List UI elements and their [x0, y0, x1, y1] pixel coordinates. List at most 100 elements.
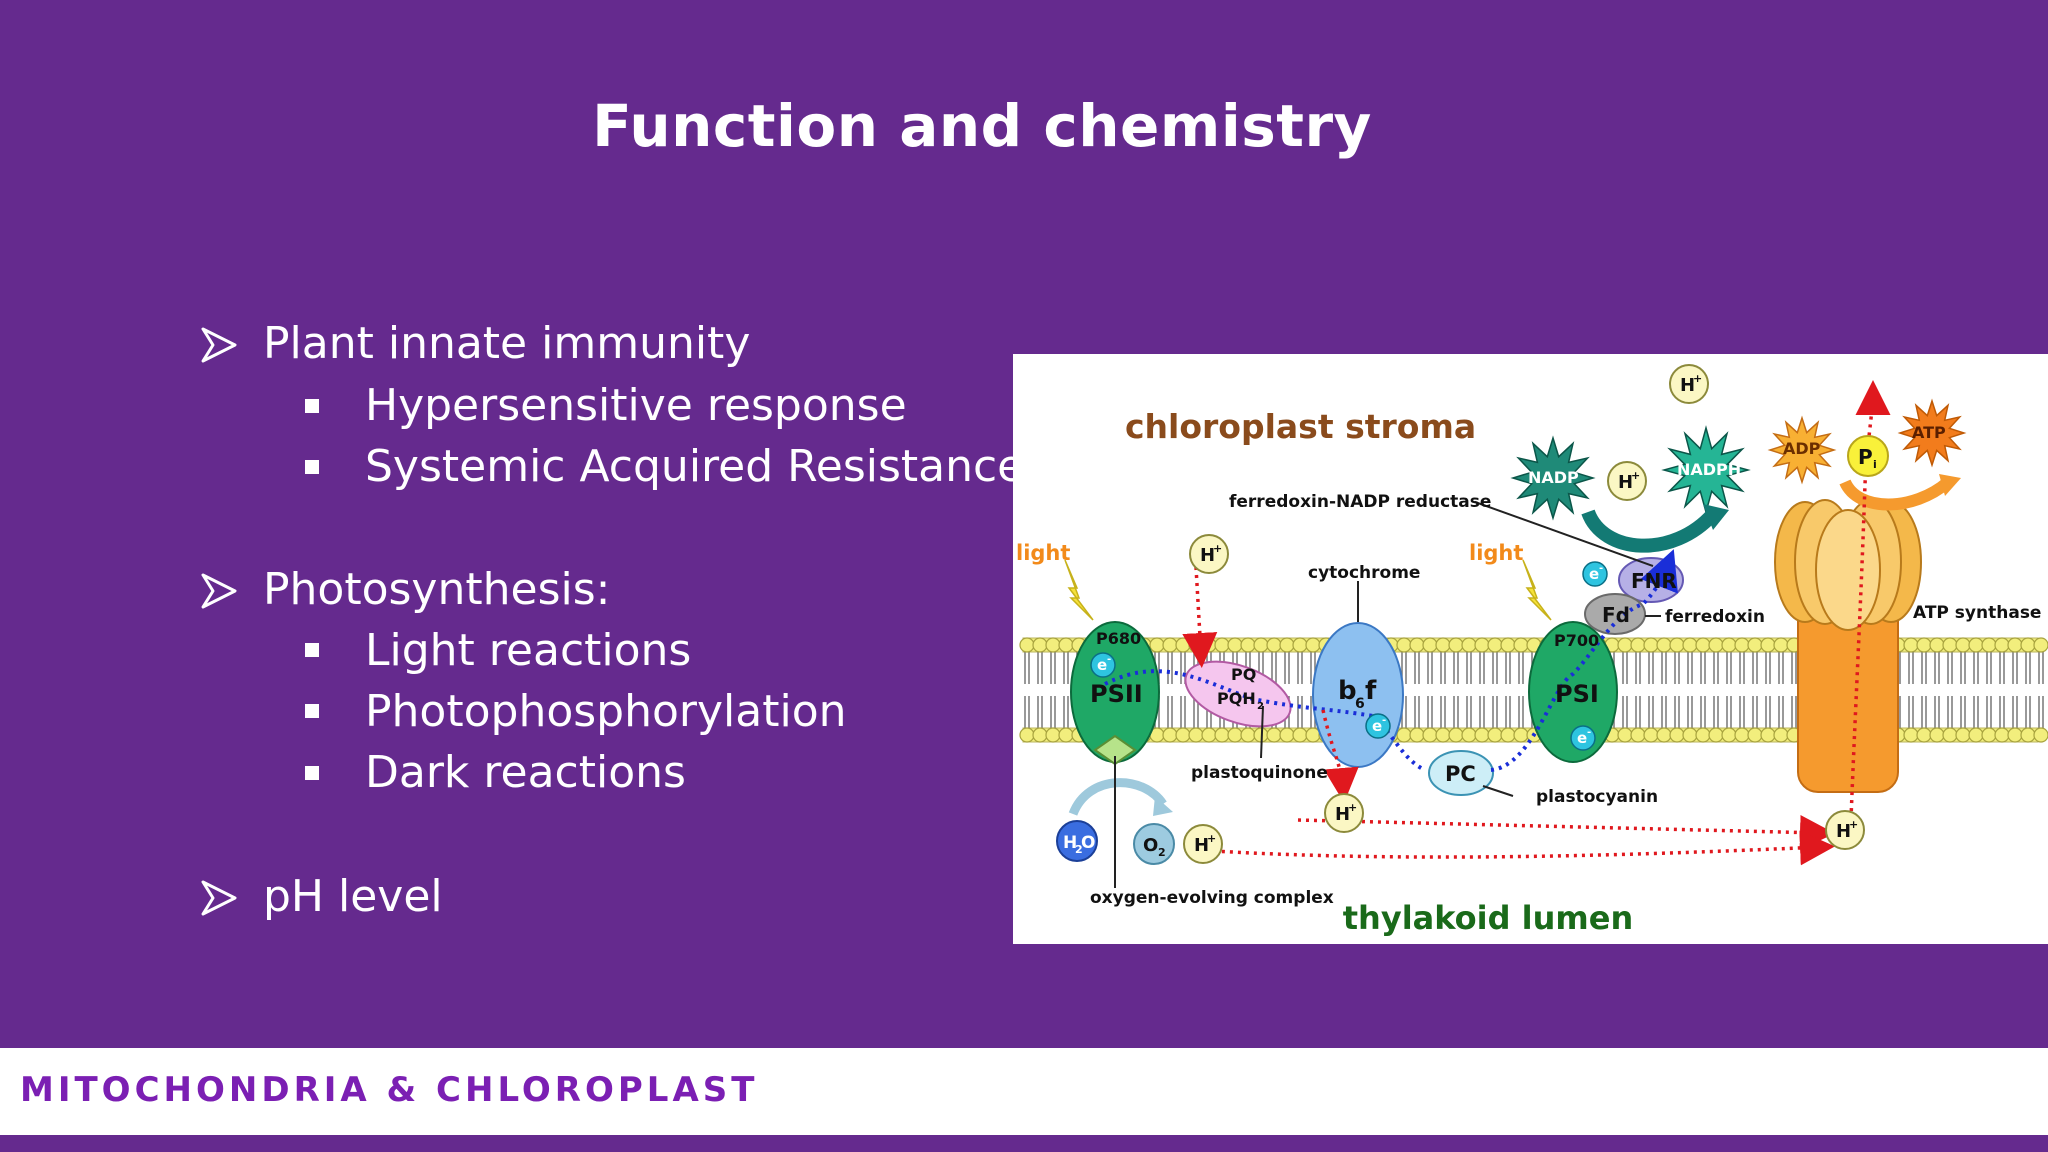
lipid-head: [1292, 637, 1308, 653]
proton-plus-text: +: [1849, 818, 1858, 831]
square-bullet-icon: [305, 766, 319, 780]
thylakoid-diagram: H+H+H+H+H+H+ e-e-e-e- H 2 O O 2 P i chlo…: [1013, 354, 2048, 944]
oxygen-evolving-complex-shape: [1093, 734, 1137, 766]
lipid-head: [1929, 637, 1945, 653]
bottom-strip: [0, 1135, 2048, 1152]
electron-minus-text: -: [1587, 727, 1591, 738]
pqh2-sub-label: 2: [1257, 701, 1264, 712]
lipid-head: [1617, 727, 1633, 743]
lipid-head: [1695, 637, 1711, 653]
lipid-head: [1045, 637, 1061, 653]
electron-e-text: e: [1577, 729, 1587, 747]
lipid-head: [1019, 637, 1035, 653]
proton-path-b6f: [1321, 709, 1359, 803]
lipid-head: [1162, 637, 1178, 653]
light-label-psii: light: [1016, 541, 1070, 565]
bullet-photosynthesis: Photosynthesis:: [263, 564, 611, 615]
fd-label: Fd: [1602, 603, 1630, 627]
leader-lines: [1114, 501, 1661, 888]
psii-label: PSII: [1090, 680, 1143, 708]
pq-label: PQ: [1231, 665, 1256, 684]
lipid-head: [1747, 727, 1763, 743]
lipid-head: [2033, 637, 2048, 653]
lipid-head: [1981, 727, 1997, 743]
nadph-label: NADPH: [1677, 460, 1741, 479]
lipid-head: [1903, 727, 1919, 743]
lipid-head: [1760, 637, 1776, 653]
lipid-head: [1916, 637, 1932, 653]
proton-h-text: H: [1200, 545, 1215, 566]
proton-icon: H+: [1183, 824, 1223, 864]
ferredoxin-shape: [1584, 593, 1646, 635]
lipid-head: [1019, 727, 1035, 743]
lipid-head: [1721, 727, 1737, 743]
oxygen-sub-text: 2: [1158, 846, 1166, 859]
lipid-head: [1734, 727, 1750, 743]
arrow-bullet-icon: [201, 880, 237, 916]
light-bolt-icon: [1064, 559, 1094, 621]
nadp-conversion-arrowhead: [1703, 504, 1729, 530]
lipid-head: [1630, 637, 1646, 653]
water-molecule-icon: H 2 O: [1056, 820, 1098, 862]
p680-label: P680: [1096, 629, 1141, 648]
electron-e-text: e: [1589, 565, 1599, 583]
lipid-head: [1513, 637, 1529, 653]
lipid-head: [1721, 637, 1737, 653]
bullet-ph-level: pH level: [263, 871, 443, 922]
lipid-head: [1968, 637, 1984, 653]
lipid-head: [1682, 727, 1698, 743]
lipid-head: [1058, 727, 1074, 743]
lipid-head: [1916, 727, 1932, 743]
atp-synthase-label: ATP synthase: [1913, 603, 2041, 623]
atp-star-icon: [1897, 398, 1967, 468]
pc-label: PC: [1445, 762, 1476, 786]
electron-icon: e-: [1582, 561, 1608, 587]
lipid-head: [1708, 727, 1724, 743]
proton-path-atp-synthase: [1849, 380, 1891, 820]
b6f-f-label: f: [1365, 676, 1377, 706]
lipid-head: [1643, 637, 1659, 653]
plastoquinone-label: plastoquinone: [1191, 763, 1328, 783]
lipid-head: [1396, 637, 1412, 653]
lipid-head: [1448, 727, 1464, 743]
lipid-head: [1656, 727, 1672, 743]
lipid-head: [1240, 637, 1256, 653]
proton-plus-text: +: [1693, 372, 1702, 385]
lipid-head: [1981, 637, 1997, 653]
thylakoid-diagram-svg: H+H+H+H+H+H+ e-e-e-e- H 2 O O 2 P i chlo…: [1016, 364, 2048, 937]
electron-minus-text: -: [1599, 563, 1603, 574]
proton-icon: H+: [1324, 793, 1364, 833]
phosphate-sub-text: i: [1873, 458, 1877, 471]
lipid-head: [1032, 727, 1048, 743]
sub-bullet-dark-reactions: Dark reactions: [365, 747, 686, 798]
adp-conversion-arrowhead: [1939, 474, 1961, 496]
lipid-head: [1903, 637, 1919, 653]
lipid-head: [1253, 637, 1269, 653]
lipid-head: [1279, 727, 1295, 743]
lipid-head: [1682, 637, 1698, 653]
lipid-head: [1942, 727, 1958, 743]
adp-conversion-arrow: [1839, 477, 1952, 511]
lipid-head: [1201, 637, 1217, 653]
footer-title: Mitochondria & Chloroplast: [20, 1070, 759, 1110]
lipid-head: [2020, 727, 2036, 743]
electron-minus-text: -: [1107, 654, 1111, 665]
lipid-head: [1058, 637, 1074, 653]
water-o-text: O: [1081, 833, 1095, 853]
lipid-head: [1487, 727, 1503, 743]
nadp-conversion-arrow: [1581, 509, 1719, 553]
lipid-head: [2020, 637, 2036, 653]
square-bullet-icon: [305, 460, 319, 474]
lipid-head: [1500, 727, 1516, 743]
lipid-head: [1292, 727, 1308, 743]
ferredoxin-label: ferredoxin: [1665, 607, 1765, 627]
proton-h-text: H: [1836, 821, 1851, 842]
oxygen-evolving-complex-label: oxygen-evolving complex: [1090, 888, 1334, 908]
lipid-head: [1669, 727, 1685, 743]
proton-plus-text: +: [1207, 832, 1216, 845]
lipid-head: [1422, 637, 1438, 653]
lipid-head: [1188, 727, 1204, 743]
lipid-head: [1461, 727, 1477, 743]
proton-plus-text: +: [1631, 469, 1640, 482]
